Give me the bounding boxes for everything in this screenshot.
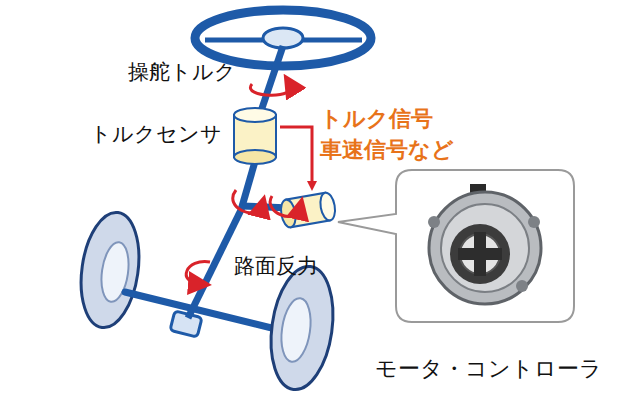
- road-reaction-label: 路面反力: [234, 254, 318, 279]
- torque-sensor: トルクセンサ: [90, 106, 282, 166]
- node-label: モータ・コントローラ: [375, 354, 602, 384]
- node-label: トルクセンサ: [90, 120, 222, 148]
- steering-torque-label: 操舵トルク: [128, 60, 236, 85]
- sensor-cylinder: [230, 106, 282, 166]
- signal-label: トルク信号 車速信号など: [320, 104, 470, 166]
- motor-controller-callout: モータ・コントローラ: [352, 162, 622, 394]
